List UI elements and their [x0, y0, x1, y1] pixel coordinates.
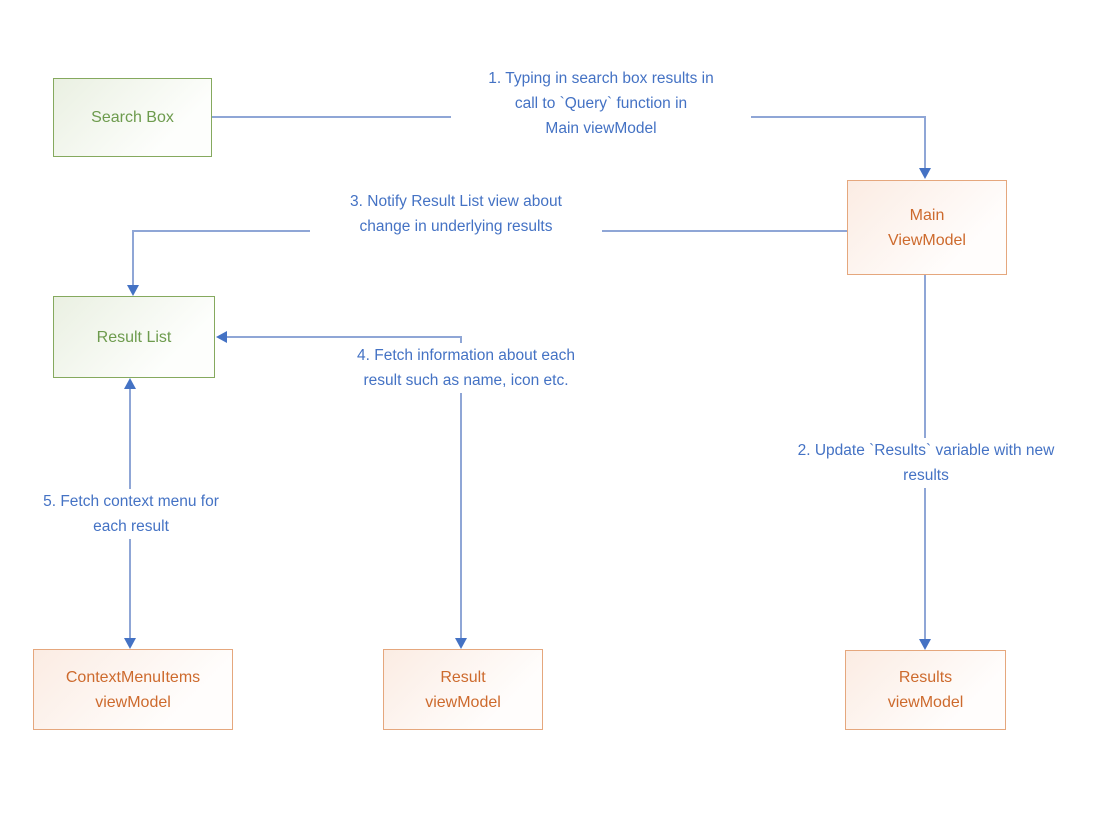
annotation-step4: 4. Fetch information about each result s…	[320, 343, 612, 393]
main-viewmodel-node: Main ViewModel	[847, 180, 1007, 275]
connector5-arrowhead-down-icon	[124, 638, 136, 649]
annotation-step1-line2: call to `Query` function in	[514, 95, 688, 112]
annotation-step2-line1: 2. Update `Results` variable with new	[797, 442, 1055, 459]
connector3-arrowhead-down-icon	[127, 285, 139, 296]
annotation-step2-line2: results	[903, 467, 949, 484]
result-list-node: Result List	[53, 296, 215, 378]
connector3-line-vertical	[132, 230, 134, 286]
annotation-step5-line1: 5. Fetch context menu for	[43, 493, 219, 510]
annotation-step5-line2: each result	[93, 518, 169, 535]
annotation-step4-line1: 4. Fetch information about each	[357, 347, 575, 364]
annotation-step4-line2: result such as name, icon etc.	[363, 372, 569, 389]
result-list-label: Result List	[96, 328, 172, 346]
connector4-line-vertical	[460, 336, 462, 639]
contextmenuitems-viewmodel-node: ContextMenuItems viewModel	[33, 649, 233, 730]
annotation-step1-line3: Main viewModel	[545, 120, 657, 137]
annotation-step3: 3. Notify Result List view about change …	[310, 189, 602, 239]
search-box-node: Search Box	[53, 78, 212, 157]
results-viewmodel-node: Results viewModel	[845, 650, 1006, 730]
main-viewmodel-label-line2: ViewModel	[888, 231, 966, 249]
annotation-step3-line2: change in underlying results	[359, 218, 553, 235]
connector1-arrowhead-down-icon	[919, 168, 931, 179]
results-viewmodel-label-line2: viewModel	[887, 694, 964, 711]
connector1-line-vertical	[924, 116, 926, 170]
connector4-arrowhead-left-icon	[216, 331, 227, 343]
annotation-step1: 1. Typing in search box results in call …	[451, 66, 751, 141]
result-viewmodel-label-line1: Result	[440, 668, 486, 686]
connector4-arrowhead-down-icon	[455, 638, 467, 649]
results-viewmodel-label-line1: Results	[898, 669, 953, 686]
result-viewmodel-label-line2: viewModel	[425, 693, 501, 711]
connector5-arrowhead-up-icon	[124, 378, 136, 389]
annotation-step5: 5. Fetch context menu for each result	[18, 489, 244, 539]
annotation-step2: 2. Update `Results` variable with new re…	[760, 438, 1092, 488]
main-viewmodel-label-line1: Main	[909, 206, 945, 224]
connector4-line-horizontal	[226, 336, 462, 338]
annotation-step3-line1: 3. Notify Result List view about	[350, 193, 562, 210]
search-box-label: Search Box	[91, 109, 174, 126]
annotation-step1-line1: 1. Typing in search box results in	[488, 70, 714, 87]
connector2-arrowhead-down-icon	[919, 639, 931, 650]
result-viewmodel-node: Result viewModel	[383, 649, 543, 730]
contextmenuitems-viewmodel-label-line1: ContextMenuItems	[65, 668, 201, 686]
contextmenuitems-viewmodel-label-line2: viewModel	[95, 693, 171, 711]
